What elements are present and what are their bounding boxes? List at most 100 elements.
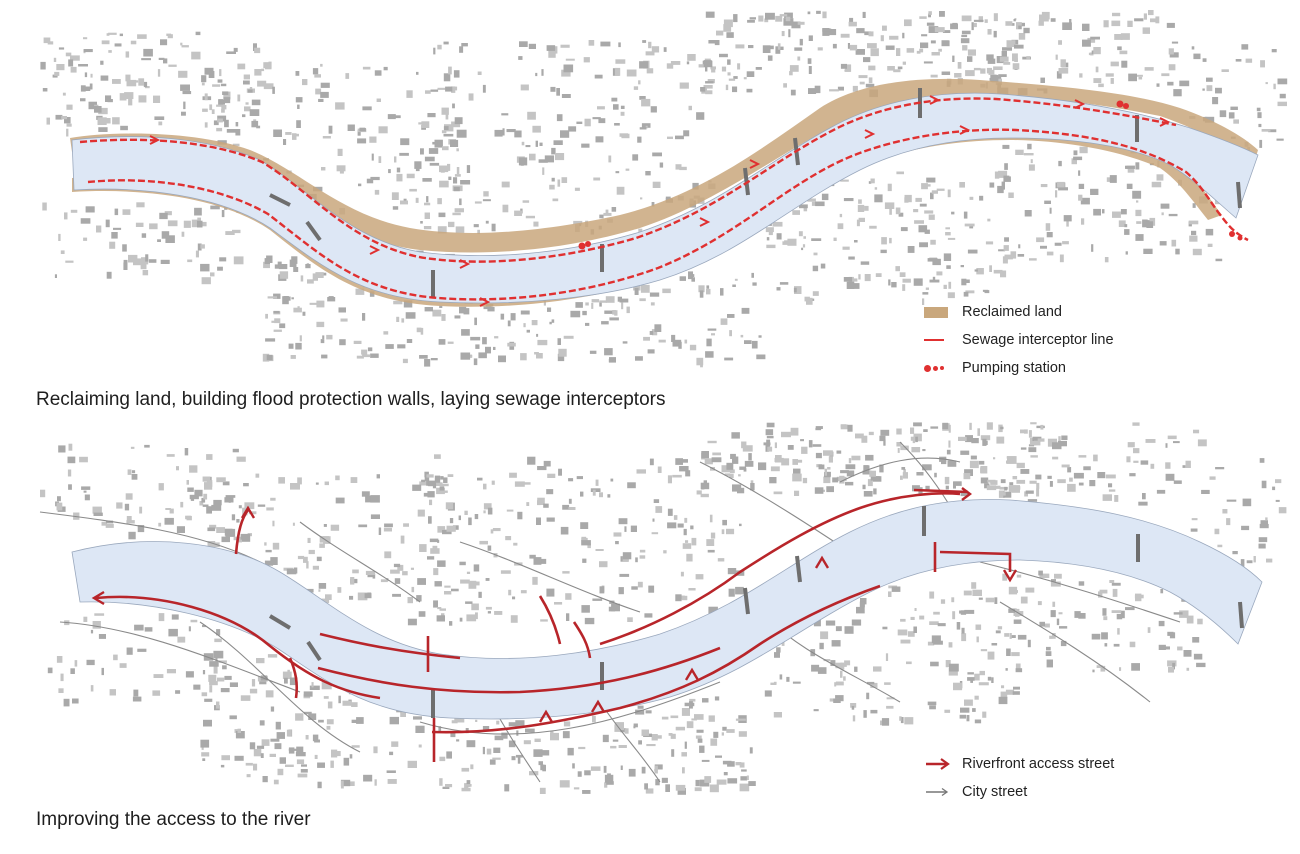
building (454, 174, 461, 177)
building (141, 233, 147, 238)
building (776, 233, 782, 240)
building (701, 759, 710, 762)
building (1025, 587, 1035, 593)
building (424, 202, 431, 206)
building (1165, 473, 1175, 481)
building (438, 212, 446, 218)
building (609, 317, 619, 321)
building (1050, 610, 1056, 618)
building (201, 82, 205, 86)
building (684, 741, 687, 749)
building (138, 95, 147, 103)
building (316, 556, 322, 562)
building (494, 735, 504, 741)
building (543, 300, 546, 306)
building (233, 256, 244, 265)
building (993, 457, 996, 460)
building (696, 112, 705, 120)
building (654, 324, 662, 332)
building (735, 44, 745, 49)
building (370, 176, 380, 181)
building (987, 676, 992, 681)
building (292, 522, 295, 526)
building (384, 551, 392, 559)
building (1005, 21, 1013, 26)
building (424, 212, 430, 219)
building (46, 117, 50, 125)
building (217, 677, 225, 682)
building (570, 310, 581, 318)
bottom-caption: Improving the access to the river (36, 809, 311, 830)
building (374, 779, 377, 786)
building (279, 271, 289, 279)
building (938, 48, 942, 52)
building (183, 220, 191, 228)
top-map-panel: Reclaimed land Sewage interceptor line P… (0, 0, 1300, 420)
building (931, 190, 938, 194)
building (779, 282, 789, 285)
building (740, 776, 748, 781)
building (47, 41, 54, 45)
building (641, 123, 651, 128)
building (861, 435, 868, 443)
building (970, 455, 977, 460)
building (687, 54, 696, 61)
building (964, 469, 973, 476)
building (781, 31, 785, 37)
building (238, 505, 242, 509)
building (1091, 633, 1101, 640)
building (880, 429, 890, 436)
building (237, 94, 241, 102)
building (1119, 50, 1128, 55)
building (492, 528, 501, 532)
building (396, 173, 403, 182)
building (167, 220, 178, 227)
building (721, 465, 732, 473)
building (735, 762, 742, 766)
building (647, 349, 655, 354)
building (491, 223, 496, 232)
building (80, 218, 91, 224)
building (994, 171, 1000, 179)
building (808, 440, 813, 448)
building (1078, 194, 1083, 201)
building (551, 177, 555, 182)
building (842, 246, 850, 250)
building (316, 300, 325, 308)
building (409, 188, 417, 192)
building (487, 507, 493, 515)
building (477, 71, 482, 75)
building (1191, 230, 1197, 236)
building (366, 178, 374, 184)
building (1006, 40, 1016, 47)
building (663, 550, 667, 554)
building (959, 714, 966, 719)
building (413, 716, 422, 720)
building (295, 71, 300, 76)
building (1052, 601, 1056, 607)
building (158, 121, 163, 126)
building (573, 787, 580, 790)
building (248, 89, 253, 93)
building (202, 108, 208, 112)
building (510, 615, 518, 623)
building (470, 764, 474, 770)
building (1046, 659, 1053, 668)
building (153, 95, 161, 103)
building (158, 57, 165, 60)
building (764, 18, 769, 23)
building (406, 173, 415, 179)
building (323, 696, 329, 699)
building (538, 159, 548, 163)
building (652, 152, 662, 157)
building (987, 29, 992, 35)
reclaimed-land-north (70, 78, 1258, 253)
building (207, 527, 216, 532)
building (180, 501, 184, 508)
building (319, 543, 325, 548)
building (482, 726, 490, 732)
building (1044, 623, 1050, 628)
building (1109, 175, 1117, 183)
building (275, 721, 281, 730)
building (562, 571, 570, 574)
